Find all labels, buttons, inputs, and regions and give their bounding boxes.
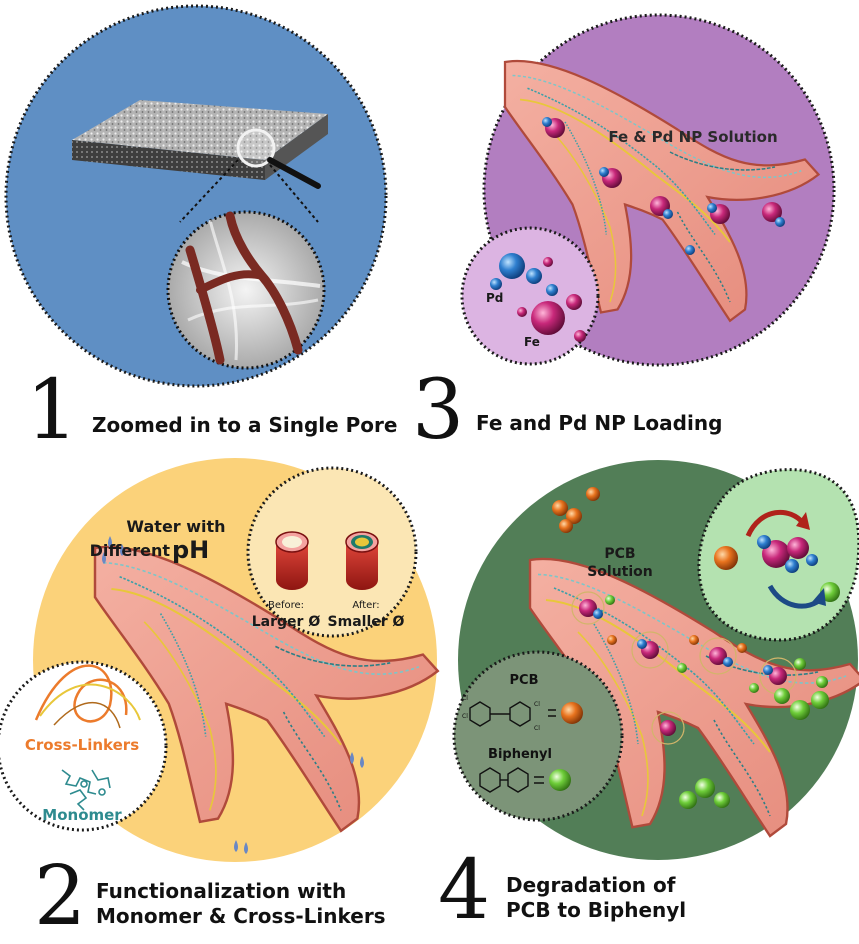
pd-label: Pd xyxy=(486,291,503,305)
cl-label: Cl xyxy=(462,713,468,720)
step-number-2: 2 xyxy=(34,856,86,938)
water-label-line1: Water with xyxy=(126,517,225,536)
before-label: Before: xyxy=(268,600,304,611)
biphenyl-label: Biphenyl xyxy=(488,747,552,762)
sem-zoom-circle xyxy=(168,212,324,368)
pcb-label: PCB xyxy=(510,673,539,688)
panel-2: Water with Different pH Before: Larger Ø… xyxy=(0,458,438,862)
nanoparticle-inset: Pd Fe xyxy=(462,228,598,364)
larger-label: Larger Ø xyxy=(252,614,321,630)
monomer-label: Monomer xyxy=(42,806,122,824)
step-number-3: 3 xyxy=(412,370,464,452)
caption-1: Zoomed in to a Single Pore xyxy=(92,412,397,438)
caption-2-line1: Functionalization with xyxy=(96,878,346,904)
structure-inset: PCB Cl Cl Cl Cl Biphenyl xyxy=(454,652,622,820)
nanoparticle-icon xyxy=(499,253,525,279)
water-label-line2: Different xyxy=(90,541,171,560)
ph-inset: Before: Larger Ø After: Smaller Ø xyxy=(248,468,416,636)
reagent-inset: Cross-Linkers Monomer xyxy=(0,662,166,830)
tube-before xyxy=(276,532,308,590)
caption-4-line1: Degradation of xyxy=(506,872,675,898)
step-number-4: 4 xyxy=(438,850,490,932)
panel-4: PCB Solution xyxy=(454,460,859,860)
caption-3: Fe and Pd NP Loading xyxy=(476,410,722,436)
cl-label: Cl xyxy=(534,701,540,708)
panel-3: Fe & Pd NP Solution Pd Fe xyxy=(462,15,834,365)
cl-label: Cl xyxy=(534,725,540,732)
caption-4-line2: PCB to Biphenyl xyxy=(506,897,686,923)
pcb-solution-line1: PCB xyxy=(604,546,635,562)
step-number-1: 1 xyxy=(26,370,78,452)
fe-pd-solution-label: Fe & Pd NP Solution xyxy=(608,128,777,146)
after-label: After: xyxy=(352,600,379,611)
ph-label: pH xyxy=(172,536,209,564)
tube-after xyxy=(346,532,378,590)
cross-linkers-label: Cross-Linkers xyxy=(25,736,139,754)
pcb-solution-line2: Solution xyxy=(587,564,653,580)
cl-label: Cl xyxy=(462,695,468,702)
fe-label: Fe xyxy=(524,335,540,349)
caption-2-line2: Monomer & Cross-Linkers xyxy=(96,903,386,929)
panel-1 xyxy=(6,6,386,386)
smaller-label: Smaller Ø xyxy=(328,614,405,630)
